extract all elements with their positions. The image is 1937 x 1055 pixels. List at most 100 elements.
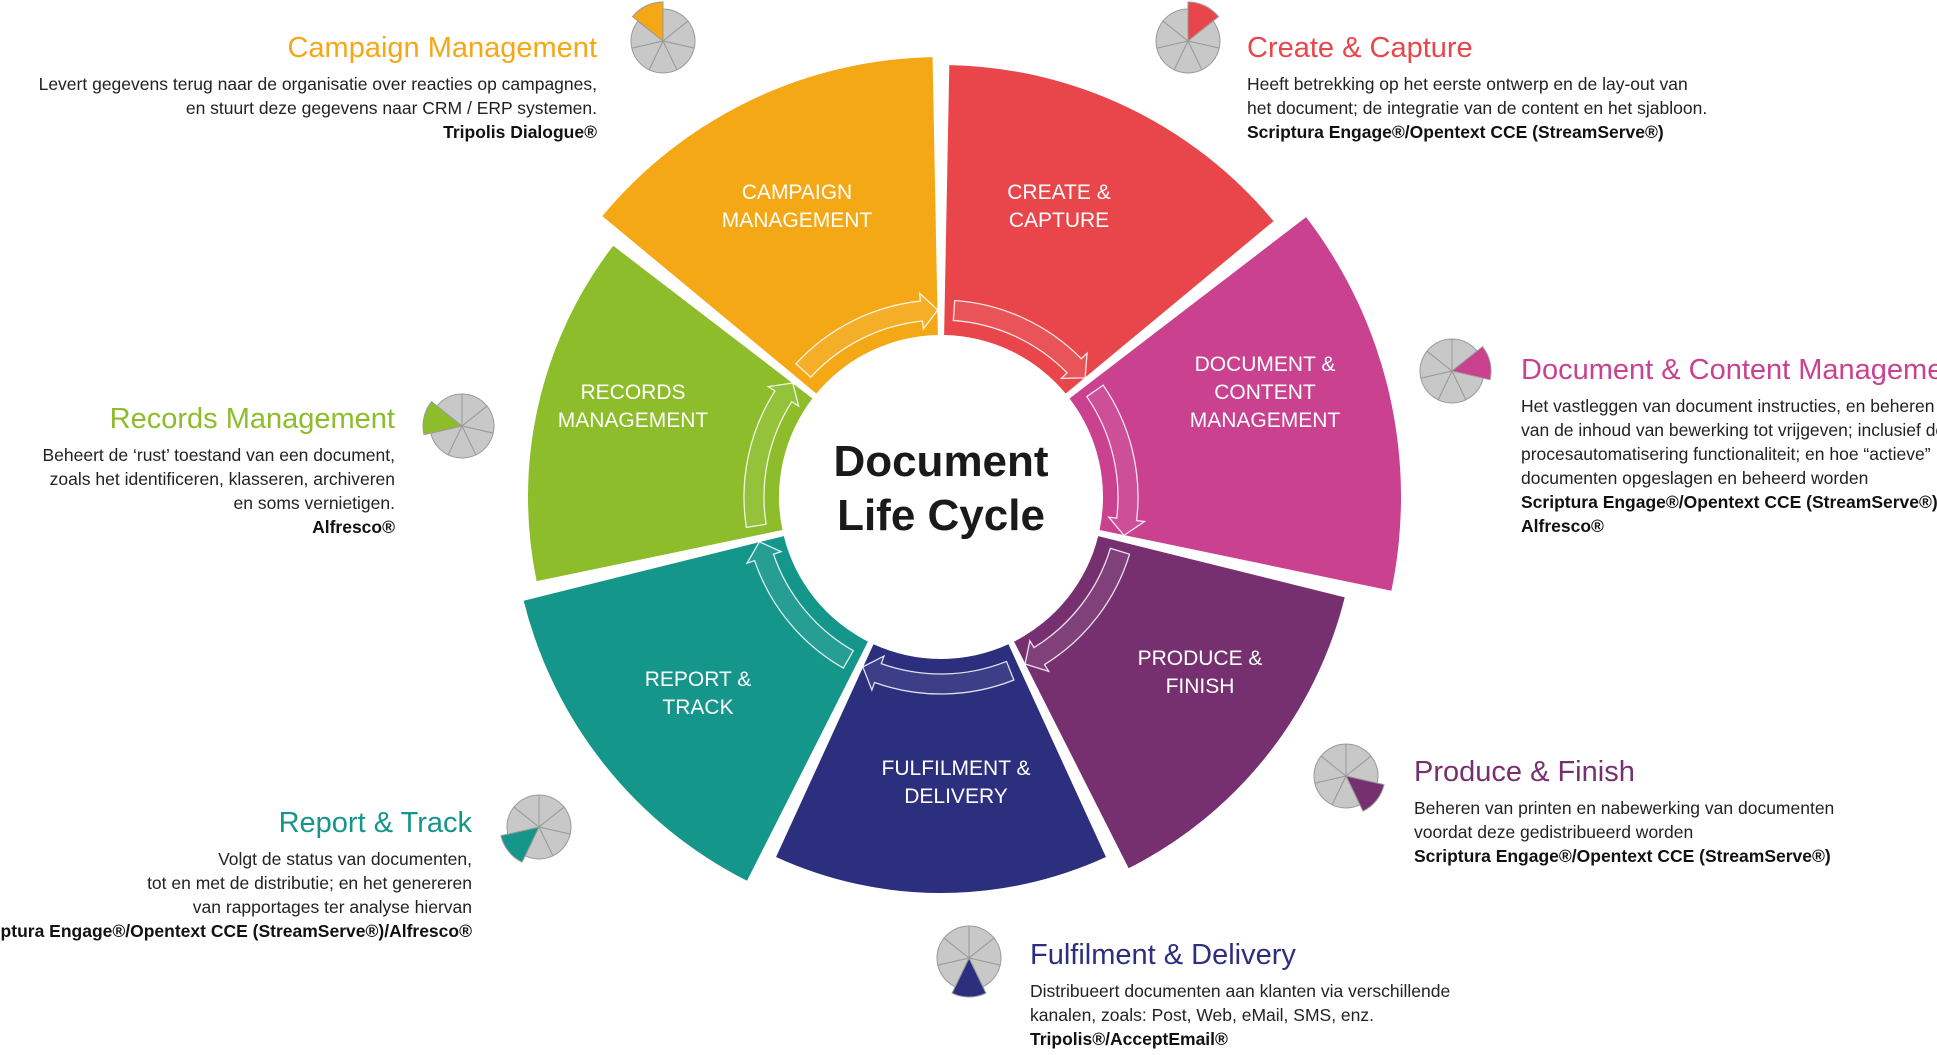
campaign-products: Tripolis Dialogue® <box>39 120 597 144</box>
fulfilment-desc-line: kanalen, zoals: Post, Web, eMail, SMS, e… <box>1030 1005 1375 1025</box>
segment-label-content: CONTENT <box>1214 381 1316 404</box>
segment-labels: CREATE & CAPTURE DOCUMENT & CONTENT MANAGEME… <box>558 181 1341 808</box>
records-description: Beheert de ‘rust’ toestand van een docum… <box>43 443 396 515</box>
cycle-arrow <box>1024 547 1131 673</box>
pie-wedge <box>513 794 540 829</box>
create-product-line: Scriptura Engage®/Opentext CCE (StreamSe… <box>1247 122 1664 142</box>
records-title: Records Management <box>109 403 395 435</box>
segment-label-produce: PRODUCE & <box>1138 647 1263 670</box>
fulfilment-description: Distribueert documenten aan klanten via … <box>1030 979 1450 1027</box>
cycle-arrow <box>952 299 1088 380</box>
segment-label-records: RECORDS <box>580 381 685 404</box>
cycle-arrow <box>745 540 855 669</box>
content-description: Het vastleggen van document instructies,… <box>1521 394 1937 490</box>
center-disc <box>781 337 1101 657</box>
report-product-line: Scriptura Engage®/Opentext CCE (StreamSe… <box>0 921 472 941</box>
pie-wedge <box>1162 8 1189 43</box>
report-desc-line: van rapportages ter analyse hiervan <box>192 897 472 917</box>
center-title-line2: Life Cycle <box>837 491 1045 540</box>
content-desc-line: documenten opgeslagen en beheerd worden <box>1521 468 1869 488</box>
campaign-title: Campaign Management <box>287 32 597 64</box>
pie-wedge-active <box>1345 775 1385 812</box>
cycle-arrow <box>743 382 800 529</box>
segment-label-campaign: MANAGEMENT <box>722 209 873 232</box>
pie-wedge <box>436 393 463 428</box>
segment-label-create: CAPTURE <box>1009 209 1109 232</box>
segment-content <box>1069 217 1402 591</box>
center-title-line1: Document <box>833 437 1048 486</box>
report-desc-line: Volgt de status van documenten, <box>218 849 472 869</box>
records-product-line: Alfresco® <box>312 517 395 537</box>
report-pie-icon <box>500 794 572 863</box>
segment-report <box>523 536 868 881</box>
records-pie-icon <box>422 393 495 459</box>
segment-label-fulfilment: DELIVERY <box>904 785 1008 808</box>
campaign-pie-icon <box>630 1 696 74</box>
segment-label-records: MANAGEMENT <box>558 409 709 432</box>
segment-label-campaign: CAMPAIGN <box>742 181 852 204</box>
content-desc-line: procesautomatisering functionaliteit; en… <box>1521 444 1931 464</box>
pie-wedge-active <box>951 956 987 998</box>
produce-product-line: Scriptura Engage®/Opentext CCE (StreamSe… <box>1414 846 1831 866</box>
create-description: Heeft betrekking op het eerste ontwerp e… <box>1247 72 1707 120</box>
position-pie-icons <box>422 1 1492 998</box>
create-title: Create & Capture <box>1247 32 1473 64</box>
segment-label-fulfilment: FULFILMENT & <box>882 757 1031 780</box>
segment-label-content: MANAGEMENT <box>1190 409 1341 432</box>
cycle-arrows <box>743 291 1147 695</box>
campaign-info-block: Campaign Management Levert gegevens teru… <box>39 30 597 144</box>
segment-campaign <box>602 57 938 394</box>
content-desc-line: van de inhoud van bewerking tot vrijgeve… <box>1521 420 1937 440</box>
produce-title: Produce & Finish <box>1414 756 1635 788</box>
fulfilment-desc-line: Distribueert documenten aan klanten via … <box>1030 981 1451 1001</box>
create-pie-icon <box>1155 1 1221 74</box>
pie-wedge-active <box>1450 345 1492 381</box>
fulfilment-products: Tripolis®/AcceptEmail® <box>1030 1027 1450 1051</box>
content-product-line: Scriptura Engage®/Opentext CCE (StreamSe… <box>1521 492 1937 512</box>
report-desc-line: tot en met de distributie; en het genere… <box>147 873 472 893</box>
content-products: Scriptura Engage®/Opentext CCE (StreamSe… <box>1521 490 1937 538</box>
campaign-description: Levert gegevens terug naar de organisati… <box>39 72 597 120</box>
content-pie-icon <box>1419 338 1492 404</box>
segment-fulfilment <box>776 644 1106 893</box>
pie-wedge <box>1320 743 1347 778</box>
segment-create <box>944 65 1274 394</box>
segment-label-content: DOCUMENT & <box>1195 353 1336 376</box>
create-desc-line: het document; de integratie van de conte… <box>1247 98 1708 118</box>
segment-label-report: REPORT & <box>645 668 752 691</box>
produce-desc-line: voordat deze gedistribueerd worden <box>1414 822 1694 842</box>
create-desc-line: Heeft betrekking op het eerste ontwerp e… <box>1247 74 1688 94</box>
report-products: Scriptura Engage®/Opentext CCE (StreamSe… <box>0 919 472 943</box>
fulfilment-pie-icon <box>936 925 1002 998</box>
cycle-arrow <box>1085 384 1147 537</box>
create-products: Scriptura Engage®/Opentext CCE (StreamSe… <box>1247 120 1707 144</box>
report-info-block: Report & Track Volgt de status van docum… <box>0 805 472 943</box>
cycle-arrow <box>795 291 939 379</box>
pie-wedge-active <box>631 1 664 43</box>
segment-label-produce: FINISH <box>1166 675 1235 698</box>
campaign-desc-line: Levert gegevens terug naar de organisati… <box>38 74 597 94</box>
create-info-block: Create & Capture Heeft betrekking op het… <box>1247 30 1707 144</box>
fulfilment-product-line: Tripolis®/AcceptEmail® <box>1030 1029 1228 1049</box>
fulfilment-info-block: Fulfilment & Delivery Distribueert docum… <box>1030 937 1450 1051</box>
produce-info-block: Produce & Finish Beheren van printen en … <box>1414 754 1834 868</box>
pie-wedge-active <box>500 826 540 863</box>
report-description: Volgt de status van documenten, tot en m… <box>0 847 472 919</box>
produce-desc-line: Beheren van printen en nabewerking van d… <box>1414 798 1835 818</box>
campaign-desc-line: en stuurt deze gegevens naar CRM / ERP s… <box>185 98 597 118</box>
records-desc-line: zoals het identificeren, klasseren, arch… <box>49 469 395 489</box>
pie-wedge <box>943 925 970 960</box>
records-desc-line: en soms vernietigen. <box>233 493 395 513</box>
produce-description: Beheren van printen en nabewerking van d… <box>1414 796 1834 844</box>
content-desc-line: Het vastleggen van document instructies,… <box>1521 396 1935 416</box>
content-title: Document & Content Management <box>1521 354 1937 386</box>
report-title: Report & Track <box>278 807 472 839</box>
pie-wedge-active <box>422 400 464 436</box>
cycle-arrow <box>861 654 1015 695</box>
records-products: Alfresco® <box>43 515 395 539</box>
records-desc-line: Beheert de ‘rust’ toestand van een docum… <box>42 445 396 465</box>
campaign-product-line: Tripolis Dialogue® <box>443 122 597 142</box>
produce-pie-icon <box>1313 743 1385 812</box>
segment-label-create: CREATE & <box>1007 181 1110 204</box>
